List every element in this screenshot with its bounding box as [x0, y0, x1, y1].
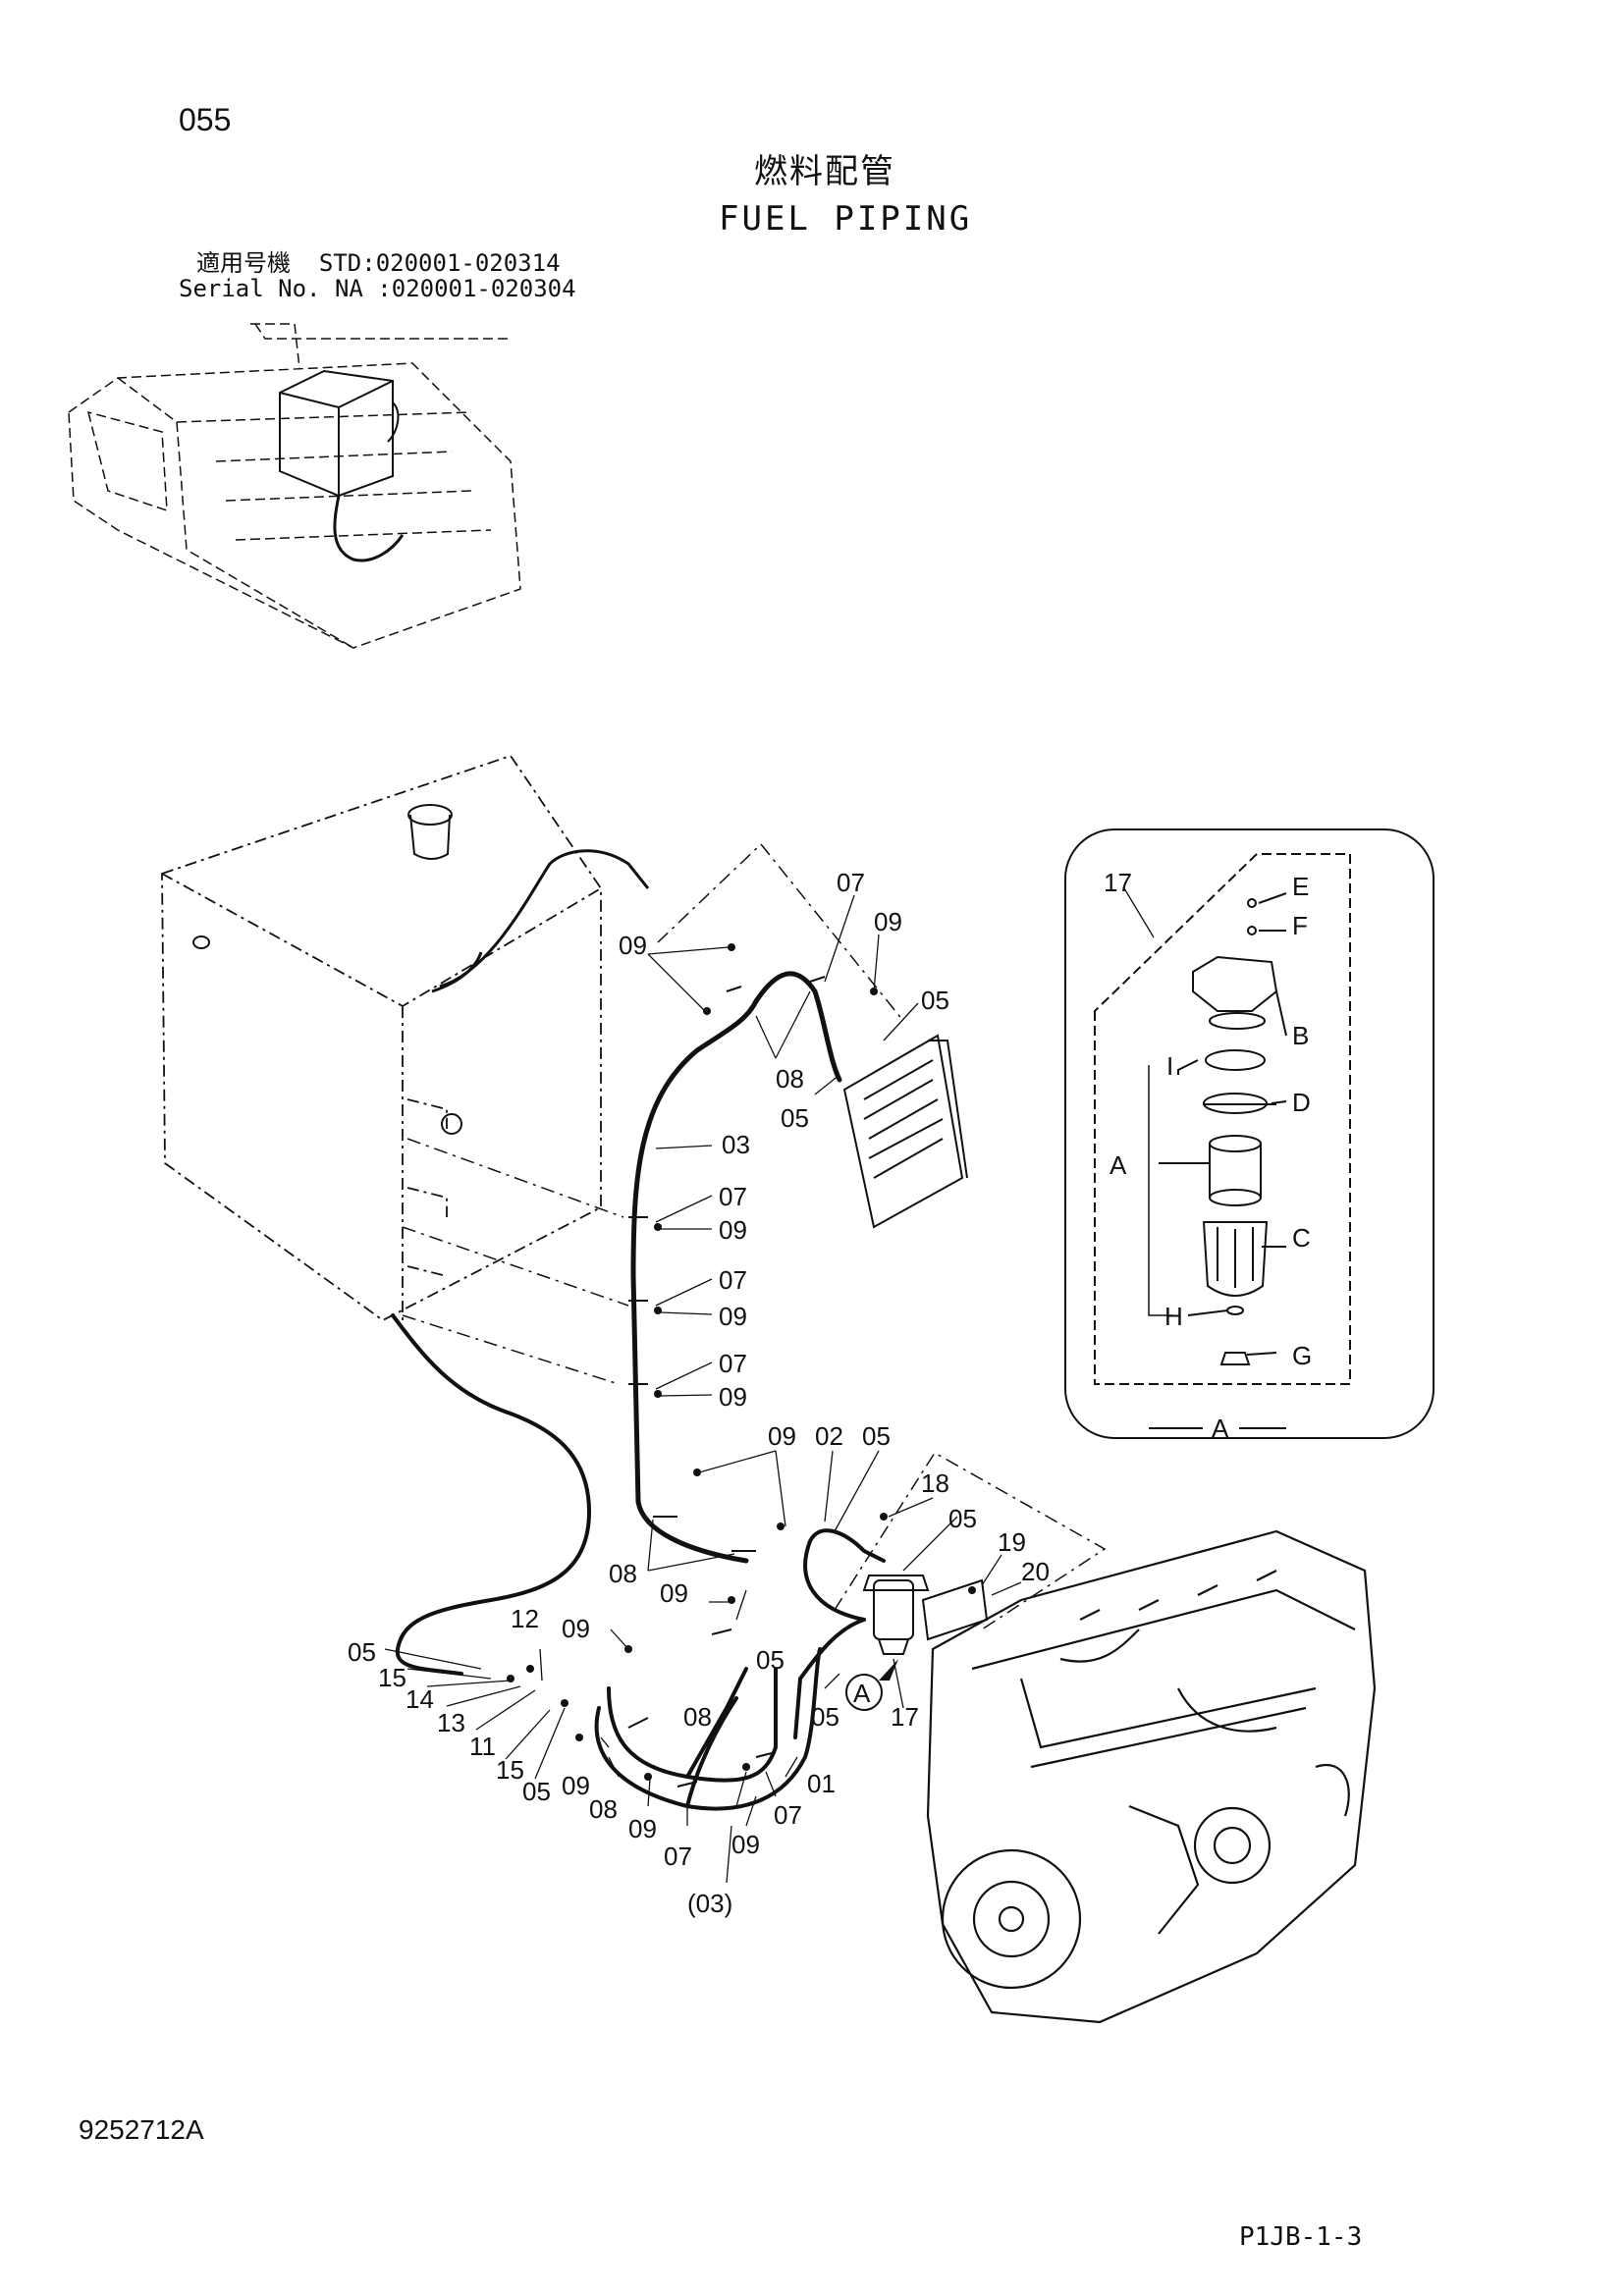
callout-13: 13 [437, 1708, 465, 1737]
fuel-filter-assembly [862, 1575, 989, 1655]
callout-labels: 09 07 09 05 08 05 03 07 09 07 09 07 09 0… [348, 868, 1050, 1918]
tank-level-gauge [192, 935, 462, 1135]
callout-07: 07 [774, 1800, 802, 1830]
fuel-tank-thumbnail [279, 369, 405, 562]
fuel-hose-03 [630, 971, 842, 1564]
cooler-panel [842, 1034, 968, 1229]
view-a-marker: A [845, 1659, 898, 1711]
callout-05: 05 [781, 1103, 809, 1133]
detail-a-labels: 17 E F B I D A C H G A [1104, 868, 1312, 1443]
document-id: 9252712A [79, 2114, 204, 2145]
callout-19: 19 [998, 1527, 1026, 1557]
detail-label-i: I [1166, 1051, 1173, 1081]
serial-range-std: 適用号機 STD:020001-020314 [196, 249, 561, 277]
serial-range-na: Serial No. NA :020001-020304 [179, 275, 576, 302]
callout-09: 09 [731, 1830, 760, 1859]
callout-09: 09 [874, 907, 902, 936]
machine-overview-thumbnail [68, 323, 521, 649]
callout-05: 05 [862, 1421, 891, 1451]
callout-07: 07 [837, 868, 865, 897]
callout-07: 07 [719, 1349, 747, 1378]
detail-label-d: D [1292, 1088, 1311, 1117]
tank-filler-cap [407, 804, 453, 860]
callout-18: 18 [921, 1468, 949, 1498]
callout-05: 05 [348, 1637, 376, 1667]
detail-label-b: B [1292, 1021, 1309, 1050]
callout-17: 17 [891, 1702, 919, 1732]
page-number: 055 [179, 102, 232, 137]
callout-09: 09 [562, 1614, 590, 1643]
callout-09: 09 [562, 1771, 590, 1800]
callout-15: 15 [496, 1755, 524, 1785]
callout-01: 01 [807, 1769, 836, 1798]
callout-14: 14 [406, 1684, 434, 1714]
callout-07: 07 [719, 1265, 747, 1295]
callout-11: 11 [469, 1732, 496, 1761]
page-title: FUEL PIPING [719, 199, 973, 239]
detail-a-part-17: 17 [1104, 868, 1132, 897]
detail-label-g: G [1292, 1341, 1312, 1370]
engine-block [926, 1529, 1377, 2024]
page-title-japanese: 燃料配管 [754, 152, 895, 191]
detail-a-parts [1148, 892, 1287, 1365]
leader-lines [384, 894, 1022, 1884]
detail-a-view-label: A [1212, 1414, 1229, 1443]
callout-09: 09 [719, 1302, 747, 1331]
fuel-hose-engine-feed [594, 1528, 886, 1811]
callout-09: 09 [619, 931, 647, 960]
callout-03-ref: (03) [687, 1889, 732, 1918]
callout-05: 05 [756, 1645, 785, 1675]
callout-09: 09 [628, 1814, 657, 1843]
callout-08: 08 [683, 1702, 712, 1732]
fuel-hose-return [391, 1313, 592, 1676]
callout-07: 07 [719, 1182, 747, 1211]
callout-05: 05 [921, 986, 949, 1015]
callout-09: 09 [768, 1421, 796, 1451]
callout-09: 09 [719, 1215, 747, 1245]
callout-03: 03 [722, 1130, 750, 1159]
hose-clamp-group-outline [657, 842, 904, 1022]
engine-bracket-outline [834, 1451, 1107, 1630]
tank-fuel-lines [431, 849, 650, 993]
detail-label-h: H [1164, 1302, 1183, 1331]
detail-label-e: E [1292, 872, 1309, 901]
callout-09: 09 [660, 1578, 688, 1608]
callout-15: 15 [378, 1663, 406, 1692]
callout-08: 08 [609, 1559, 637, 1588]
callout-08: 08 [589, 1794, 618, 1824]
callout-05: 05 [811, 1702, 839, 1732]
callout-05: 05 [522, 1777, 551, 1806]
hose-clamps [627, 976, 826, 1788]
callout-09: 09 [719, 1382, 747, 1412]
detail-label-a: A [1110, 1150, 1127, 1180]
view-a-marker-label: A [853, 1679, 871, 1708]
detail-label-f: F [1292, 911, 1308, 940]
callout-07: 07 [664, 1842, 692, 1871]
callout-20: 20 [1021, 1557, 1050, 1586]
page-code: P1JB-1-3 [1239, 2222, 1363, 2252]
callout-02: 02 [815, 1421, 843, 1451]
callout-12: 12 [511, 1604, 539, 1633]
callout-08: 08 [776, 1064, 804, 1094]
detail-a-box [1064, 828, 1435, 1439]
detail-label-c: C [1292, 1223, 1311, 1253]
callout-05: 05 [948, 1504, 977, 1533]
fuel-tank [161, 754, 602, 1322]
